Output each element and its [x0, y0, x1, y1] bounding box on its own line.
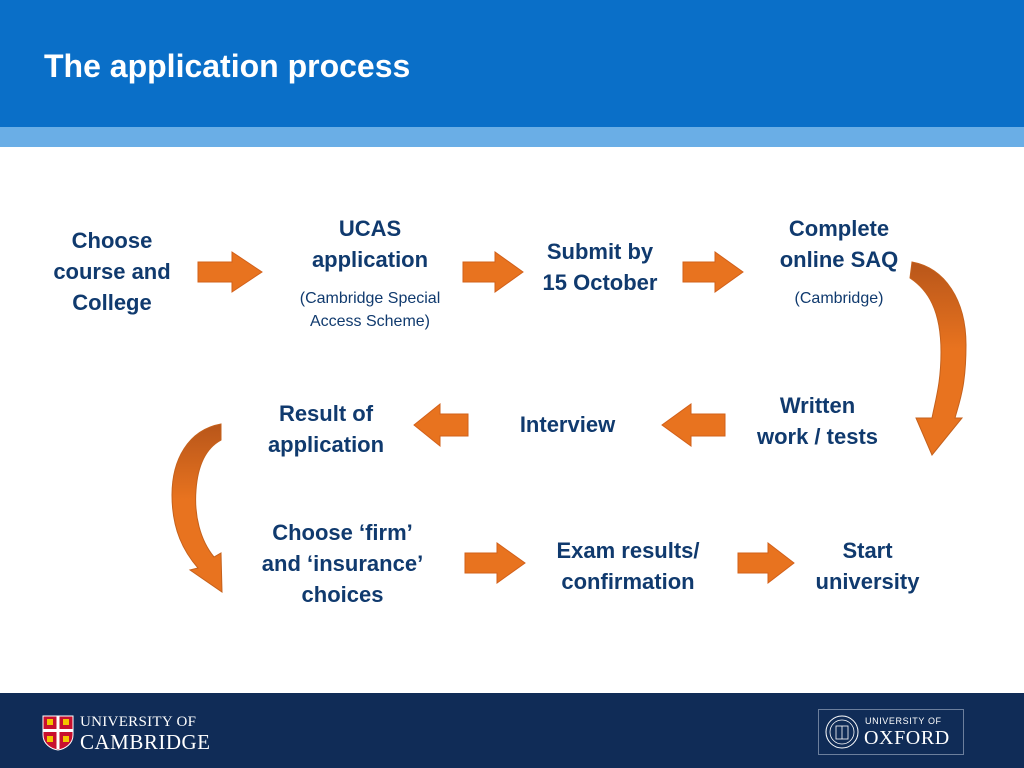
- curved-arrow-down-icon: [909, 261, 967, 456]
- arrow-right-icon: [464, 542, 526, 584]
- oxford-line2: OXFORD: [864, 727, 950, 749]
- arrow-right-icon: [737, 541, 795, 585]
- arrow-left-icon: [413, 402, 469, 448]
- footer-bar: [0, 693, 1024, 768]
- step-firm-insurance: Choose ‘firm’ and ‘insurance’ choices: [240, 517, 445, 610]
- step-line: and ‘insurance’: [261, 551, 424, 576]
- step-line: Choose: [71, 228, 153, 253]
- step-line: application: [267, 432, 385, 457]
- note-line: Access Scheme): [309, 313, 431, 330]
- cambridge-crest-icon: [42, 715, 74, 751]
- note-line: (Cambridge Special: [299, 290, 441, 307]
- step-line: 15 October: [542, 270, 658, 295]
- step-choose-course: Choose course and College: [42, 225, 182, 318]
- cambridge-line1: UNIVERSITY OF: [80, 714, 197, 730]
- step-line: choices: [301, 582, 384, 607]
- step-line: Result of: [278, 401, 374, 426]
- step-line: Start: [842, 538, 893, 563]
- note-line: (Cambridge): [794, 290, 884, 307]
- oxford-line1: UNIVERSITY OF: [865, 716, 942, 726]
- flow-arrows: [171, 251, 967, 593]
- step-ucas: UCAS application: [290, 213, 450, 275]
- arrow-right-icon: [682, 251, 744, 293]
- arrow-left-icon: [661, 403, 726, 447]
- step-line: work / tests: [756, 424, 879, 449]
- header-bar: [0, 0, 1024, 127]
- arrow-right-icon: [197, 251, 263, 293]
- step-line: course and: [53, 259, 171, 284]
- oxford-logo: UNIVERSITY OF OXFORD: [818, 709, 964, 755]
- step-line: confirmation: [561, 569, 695, 594]
- step-saq-note: (Cambridge): [764, 287, 914, 310]
- step-line: university: [815, 569, 920, 594]
- cambridge-wordmark: UNIVERSITY OF CAMBRIDGE: [80, 712, 211, 754]
- header-strip: [0, 127, 1024, 147]
- step-exam-results: Exam results/ confirmation: [538, 535, 718, 597]
- oxford-seal-icon: [825, 715, 859, 749]
- step-ucas-note: (Cambridge Special Access Scheme): [270, 287, 470, 333]
- slide-title: The application process: [44, 48, 411, 84]
- step-line: Written: [779, 393, 856, 418]
- step-line: Submit by: [546, 239, 654, 264]
- curved-arrow-down-icon: [171, 423, 223, 593]
- step-line: Exam results/: [556, 538, 700, 563]
- step-line: UCAS: [338, 216, 402, 241]
- arrow-right-icon: [462, 251, 524, 293]
- step-line: Interview: [519, 412, 616, 437]
- step-line: College: [72, 290, 152, 315]
- step-saq: Complete online SAQ: [764, 213, 914, 275]
- step-line: Complete: [788, 216, 890, 241]
- step-line: Choose ‘firm’: [272, 520, 413, 545]
- step-start-university: Start university: [800, 535, 935, 597]
- step-line: online SAQ: [779, 247, 899, 272]
- cambridge-line2: CAMBRIDGE: [80, 730, 211, 754]
- step-line: application: [311, 247, 429, 272]
- step-written: Written work / tests: [740, 390, 895, 452]
- step-submit: Submit by 15 October: [525, 236, 675, 298]
- step-interview: Interview: [500, 409, 635, 440]
- step-result: Result of application: [250, 398, 402, 460]
